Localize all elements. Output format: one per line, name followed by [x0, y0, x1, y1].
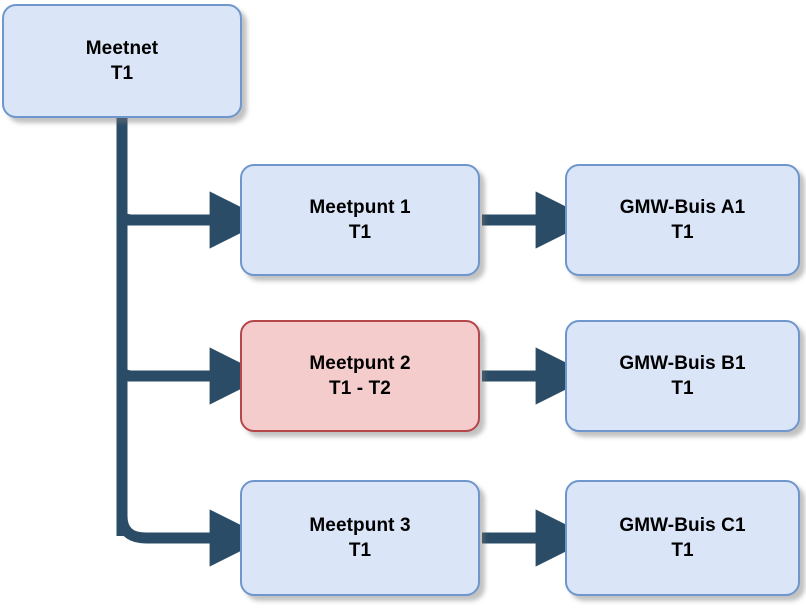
- node-gmw-buis-c1-subtitle: T1: [671, 540, 694, 561]
- node-gmw-buis-b1[interactable]: GMW-Buis B1 T1: [565, 320, 800, 432]
- node-meetpunt-2-subtitle: T1 - T2: [329, 378, 391, 399]
- node-gmw-buis-c1-title: GMW-Buis C1: [619, 514, 746, 536]
- node-meetnet-subtitle: T1: [110, 63, 134, 84]
- node-gmw-buis-b1-title: GMW-Buis B1: [619, 352, 746, 374]
- node-meetpunt-2[interactable]: Meetpunt 2 T1 - T2: [240, 320, 480, 432]
- edge-corner-2: [116, 356, 140, 382]
- node-gmw-buis-c1[interactable]: GMW-Buis C1 T1: [565, 480, 800, 596]
- node-meetpunt-1-subtitle: T1: [348, 222, 372, 243]
- node-meetpunt-3-title: Meetpunt 3: [309, 514, 411, 536]
- node-meetpunt-3[interactable]: Meetpunt 3 T1: [240, 480, 480, 596]
- node-meetpunt-1-title: Meetpunt 1: [309, 196, 411, 218]
- node-meetpunt-2-title: Meetpunt 2: [309, 352, 411, 374]
- node-meetpunt-1[interactable]: Meetpunt 1 T1: [240, 164, 480, 276]
- node-gmw-buis-a1-subtitle: T1: [671, 222, 694, 243]
- node-meetnet[interactable]: Meetnet T1: [2, 4, 242, 118]
- node-gmw-buis-b1-subtitle: T1: [671, 378, 694, 399]
- node-meetpunt-3-subtitle: T1: [348, 540, 372, 561]
- node-meetnet-title: Meetnet: [85, 37, 159, 59]
- node-gmw-buis-a1[interactable]: GMW-Buis A1 T1: [565, 164, 800, 276]
- node-gmw-buis-a1-title: GMW-Buis A1: [619, 196, 746, 218]
- edge-corner-1: [116, 200, 140, 226]
- edge-meetnet-to-meetpunt-3: [116, 509, 267, 567]
